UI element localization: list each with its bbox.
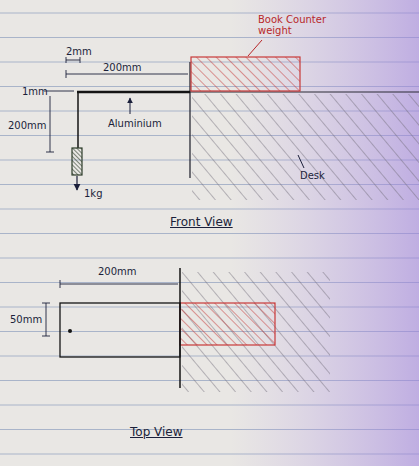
leader-line	[248, 40, 262, 56]
desk-hatch	[192, 94, 419, 200]
force-arrow	[76, 176, 77, 190]
mass	[72, 148, 82, 175]
leader-line	[298, 155, 304, 168]
aluminium-bar	[77, 91, 190, 94]
dimension: 1mm	[22, 86, 48, 97]
desk-edge	[179, 268, 181, 388]
dim-line	[50, 96, 51, 152]
hang-point	[68, 329, 72, 333]
view-title: Front View	[170, 216, 233, 229]
book-counterweight	[180, 303, 275, 345]
aluminium-plate	[60, 303, 180, 357]
leader-arrow	[130, 98, 131, 114]
dim-line	[44, 91, 74, 92]
dimension: 50mm	[10, 314, 42, 325]
hanging-wire	[77, 92, 79, 148]
part-name: Book Counter weight	[258, 14, 358, 36]
dimension: 200mm	[98, 266, 137, 277]
load-label: 1kg	[84, 188, 103, 199]
dimension: 200mm	[8, 120, 47, 131]
dim-line	[60, 284, 178, 285]
part-name: Desk	[300, 170, 325, 181]
dimension: 200mm	[103, 62, 142, 73]
dimension: 2mm	[66, 46, 92, 57]
book-counterweight	[191, 57, 300, 91]
view-title: Top View	[130, 426, 183, 439]
dim-line	[66, 60, 80, 61]
dim-line	[46, 303, 47, 336]
part-name: Aluminium	[108, 118, 162, 129]
dim-line	[66, 74, 188, 75]
